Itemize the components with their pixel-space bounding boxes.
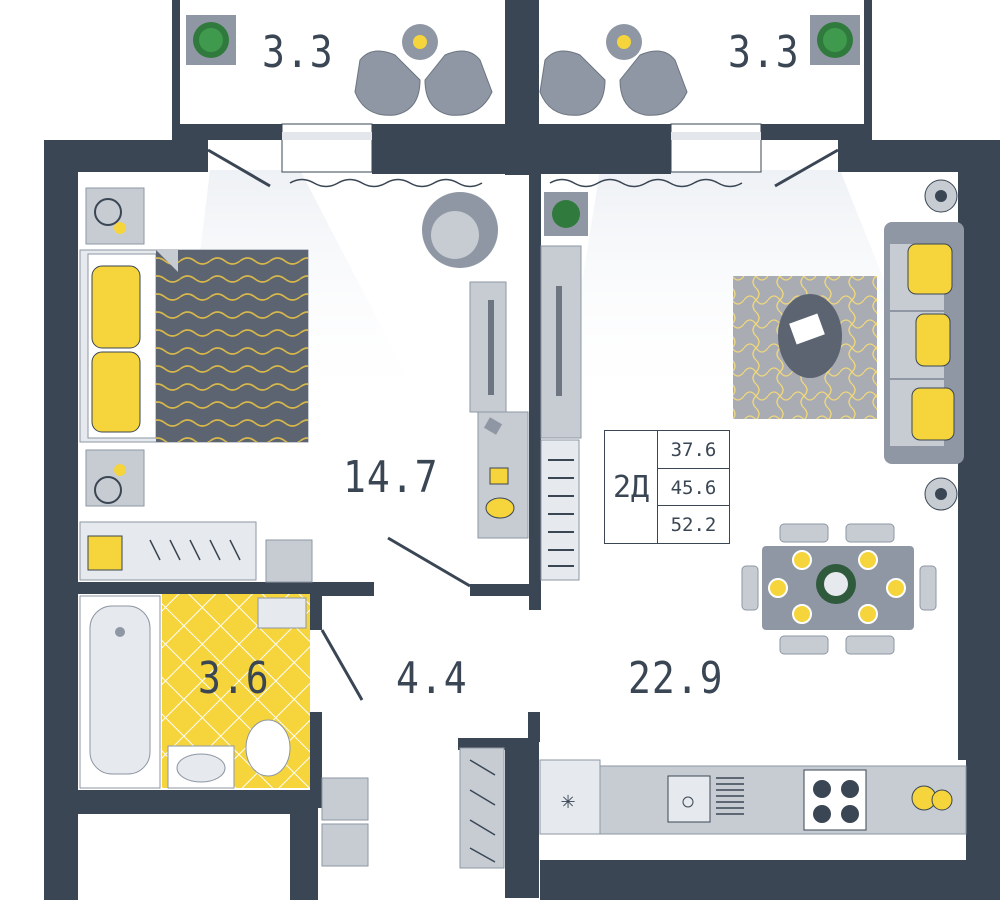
total-area-2: 45.6 xyxy=(658,468,729,506)
apartment-type-label: 2Д xyxy=(605,431,658,543)
balcony-left-area-label: 3.3 xyxy=(262,26,334,78)
windows xyxy=(281,123,762,188)
balcony-right-furniture xyxy=(539,15,860,116)
living-kitchen-area-label: 22.9 xyxy=(628,652,724,704)
bathroom-area-label: 3.6 xyxy=(198,652,270,704)
hallway-area-label: 4.4 xyxy=(396,652,468,704)
hallway-closet xyxy=(459,747,505,869)
balcony-left-furniture xyxy=(186,15,493,116)
apartment-info-box: 2Д 37.6 45.6 52.2 xyxy=(604,430,730,544)
svg-text:✳: ✳ xyxy=(560,792,575,813)
total-area-3: 52.2 xyxy=(658,505,729,543)
door-lines xyxy=(207,148,839,701)
balcony-right-area-label: 3.3 xyxy=(728,26,800,78)
walls xyxy=(44,0,1000,900)
total-area-1: 37.6 xyxy=(670,438,717,461)
bathroom-furniture xyxy=(79,594,369,867)
living-furniture: ✳ xyxy=(539,179,967,835)
bedroom-furniture xyxy=(79,187,529,583)
bedroom-area-label: 14.7 xyxy=(343,451,439,503)
